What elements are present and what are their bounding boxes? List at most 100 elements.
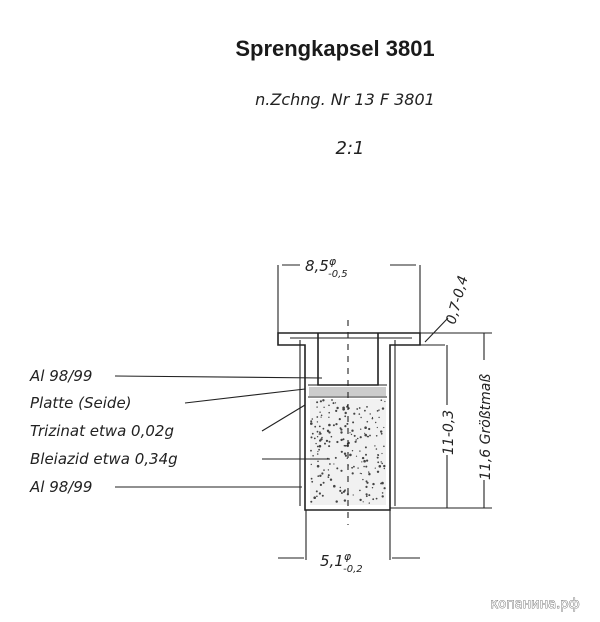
stipple-dot xyxy=(318,448,320,451)
stipple-dot xyxy=(339,486,341,489)
stipple-dot xyxy=(375,435,378,437)
stipple-dot xyxy=(369,434,371,437)
stipple-dot xyxy=(334,402,337,404)
stipple-dot xyxy=(322,427,325,430)
stipple-dot xyxy=(321,472,324,475)
stipple-dot xyxy=(351,472,354,475)
stipple-dot xyxy=(356,408,359,410)
stipple-dot xyxy=(381,492,384,494)
stipple-dot xyxy=(344,415,347,418)
stipple-dot xyxy=(381,407,385,410)
stipple-dot xyxy=(312,455,314,457)
stipple-dot xyxy=(368,502,370,504)
stipple-dot xyxy=(311,480,314,483)
stipple-dot xyxy=(334,456,337,459)
stipple-dot xyxy=(327,474,330,477)
stipple-dot xyxy=(353,412,356,415)
stipple-dot xyxy=(351,450,354,452)
title: Sprengkapsel 3801 xyxy=(235,36,434,61)
stipple-dot xyxy=(317,475,320,477)
stipple-dot xyxy=(317,460,319,463)
stipple-dot xyxy=(372,482,375,486)
stipple-dot xyxy=(328,411,331,414)
stipple-dot xyxy=(371,416,374,419)
stipple-dot xyxy=(383,426,385,429)
stipple-dot xyxy=(344,411,347,415)
stipple-dot xyxy=(375,421,377,424)
stipple-dot xyxy=(380,432,383,435)
stipple-dot xyxy=(327,430,329,433)
stipple-dot xyxy=(333,463,335,465)
stipple-dot xyxy=(354,440,357,443)
stipple-dot xyxy=(375,448,378,450)
stipple-dot xyxy=(328,423,331,427)
body-length: 11-0,3 xyxy=(441,410,457,455)
stipple-dot xyxy=(368,471,370,473)
max-length: 11,6 Größtmaß xyxy=(478,374,494,480)
stipple-dot xyxy=(344,425,347,428)
stipple-dot xyxy=(310,422,313,425)
stipple-dot xyxy=(313,496,317,500)
drawing-reference: n.Zchng. Nr 13 F 3801 xyxy=(255,90,435,109)
stipple-dot xyxy=(362,478,364,481)
stipple-dot xyxy=(310,436,313,439)
stipple-dot xyxy=(366,435,369,438)
stipple-dot xyxy=(336,440,339,444)
stipple-dot xyxy=(322,481,325,484)
stipple-dot xyxy=(328,431,331,434)
stipple-dot xyxy=(378,465,382,468)
stipple-dot xyxy=(349,432,351,434)
stipple-dot xyxy=(355,439,357,441)
stipple-dot xyxy=(376,456,379,459)
stipple-dot xyxy=(316,421,319,423)
stipple-dot xyxy=(381,495,384,498)
stipple-dot xyxy=(360,428,362,430)
stipple-dot xyxy=(313,437,316,440)
stipple-dot xyxy=(364,446,367,449)
stipple-dot xyxy=(329,478,333,481)
stipple-dot xyxy=(350,433,353,436)
stipple-dot xyxy=(384,400,386,403)
stipple-dot xyxy=(352,494,354,496)
stipple-dot xyxy=(360,473,362,475)
stipple-dot xyxy=(338,418,341,421)
stipple-dot xyxy=(362,501,364,503)
stipple-dot xyxy=(366,459,369,462)
stipple-dot xyxy=(326,440,329,442)
stipple-dot xyxy=(342,406,345,410)
stipple-dot xyxy=(319,474,322,477)
stipple-dot xyxy=(378,409,380,411)
stipple-dot xyxy=(365,493,368,496)
stipple-dot xyxy=(368,427,371,431)
stipple-dot xyxy=(377,461,380,464)
stipple-dot xyxy=(340,438,343,442)
stipple-dot xyxy=(317,450,319,453)
stipple-dot xyxy=(375,497,378,500)
stipple-dot xyxy=(383,464,386,468)
stipple-dot xyxy=(352,421,355,424)
stipple-dot xyxy=(359,436,362,439)
stipple-dot xyxy=(327,469,330,471)
label-al-bottom: Al 98/99 xyxy=(29,478,92,496)
label-platte: Platte (Seide) xyxy=(30,394,132,412)
stipple-dot xyxy=(329,463,331,465)
stipple-dot xyxy=(380,430,383,433)
stipple-dot xyxy=(331,399,333,401)
stipple-dot xyxy=(328,445,331,448)
stipple-dot xyxy=(365,485,368,488)
stipple-dot xyxy=(322,399,325,402)
stipple-dot xyxy=(343,444,346,447)
stipple-dot xyxy=(321,494,324,497)
stipple-dot xyxy=(366,420,369,423)
stipple-dot xyxy=(365,465,368,468)
stipple-dot xyxy=(310,500,313,503)
stipple-dot xyxy=(316,495,318,498)
stipple-dot xyxy=(378,416,380,419)
stipple-dot xyxy=(380,399,383,402)
stipple-dot xyxy=(316,436,319,438)
stipple-dot xyxy=(314,425,317,428)
stipple-dot xyxy=(351,466,353,469)
stipple-dot xyxy=(374,467,376,469)
stipple-dot xyxy=(321,436,323,439)
